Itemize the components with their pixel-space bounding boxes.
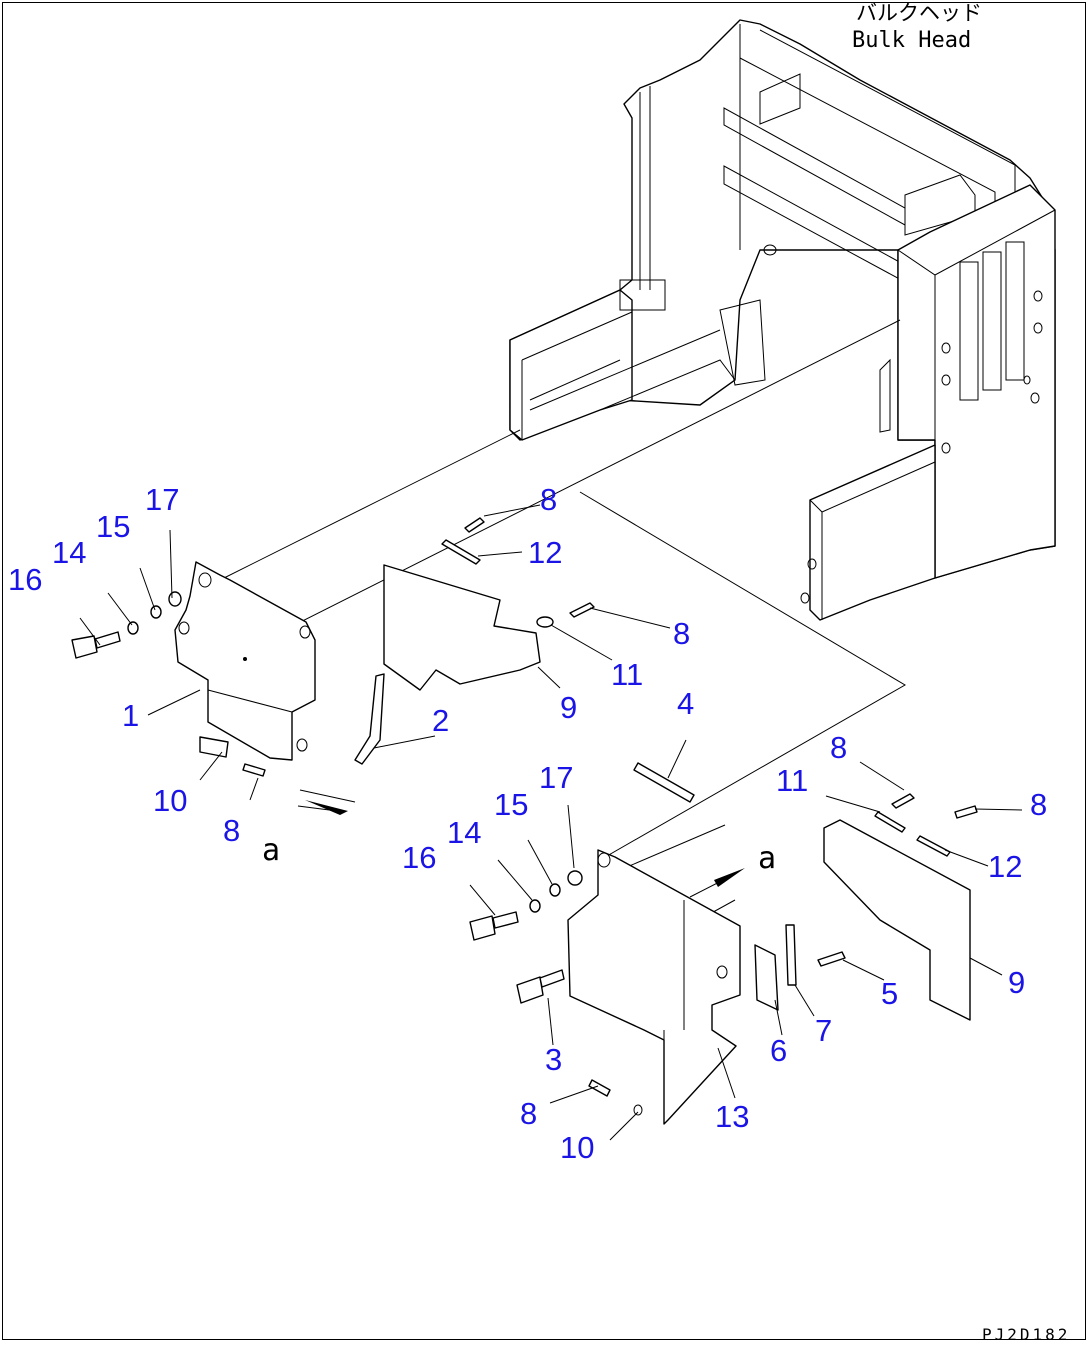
callout-17-upper: 17 xyxy=(145,482,179,517)
bulk-head-body xyxy=(509,19,1056,621)
callout-10-upper: 10 xyxy=(153,783,187,818)
callout-12-upper: 12 xyxy=(528,535,562,570)
callout-17-lower: 17 xyxy=(539,760,573,795)
lower-cover-plate xyxy=(567,849,741,1125)
callout-11-upper: 11 xyxy=(611,657,643,692)
view-marker-a-upper: a xyxy=(262,833,280,868)
callout-4: 4 xyxy=(677,686,694,721)
callout-8-upper-top: 8 xyxy=(540,482,557,517)
callout-13: 13 xyxy=(715,1099,749,1134)
callout-16-upper: 16 xyxy=(8,562,42,597)
callout-8-lower-top: 8 xyxy=(830,730,847,765)
upper-guard-9 xyxy=(383,564,541,691)
lower-rod-4 xyxy=(633,739,695,803)
callout-15-upper: 15 xyxy=(96,509,130,544)
lower-fasteners xyxy=(469,761,1023,1141)
upper-fasteners xyxy=(71,504,671,815)
callouts-upper: 16 14 15 17 1 10 8 2 8 12 8 11 9 xyxy=(8,482,690,848)
callout-7: 7 xyxy=(815,1013,832,1048)
upper-cover-plate xyxy=(174,561,316,761)
callout-14-upper: 14 xyxy=(52,535,86,570)
lower-strap-7 xyxy=(785,924,797,986)
callout-14-lower: 14 xyxy=(447,815,481,850)
callout-15-lower: 15 xyxy=(494,787,528,822)
title-japanese: バルクヘッド xyxy=(856,1,982,25)
callout-3: 3 xyxy=(545,1042,562,1077)
callout-8-upper-right: 8 xyxy=(673,616,690,651)
callout-6: 6 xyxy=(770,1033,787,1068)
callout-10-lower: 10 xyxy=(560,1130,594,1165)
callout-8-upper-bottom: 8 xyxy=(223,813,240,848)
callout-5: 5 xyxy=(881,976,898,1011)
callout-2: 2 xyxy=(432,703,449,738)
lower-guard-9 xyxy=(823,819,971,1021)
callout-12-lower: 12 xyxy=(988,849,1022,884)
upper-bracket-10 xyxy=(199,736,229,758)
callouts-lower: 4 8 11 8 12 17 15 14 16 3 8 10 13 6 7 5 … xyxy=(402,686,1047,1165)
callout-8-lower-right: 8 xyxy=(1030,787,1047,822)
callout-16-lower: 16 xyxy=(402,840,436,875)
callout-9-upper: 9 xyxy=(560,690,577,725)
callout-1: 1 xyxy=(122,698,139,733)
view-marker-a-lower: a xyxy=(758,841,776,876)
title-english: Bulk Head xyxy=(852,28,971,53)
callout-11-lower: 11 xyxy=(776,763,808,798)
upper-rod-2 xyxy=(354,673,385,765)
lower-bracket-6 xyxy=(754,944,779,1011)
callout-9-lower: 9 xyxy=(1008,965,1025,1000)
callout-8-lower-bottom: 8 xyxy=(520,1096,537,1131)
